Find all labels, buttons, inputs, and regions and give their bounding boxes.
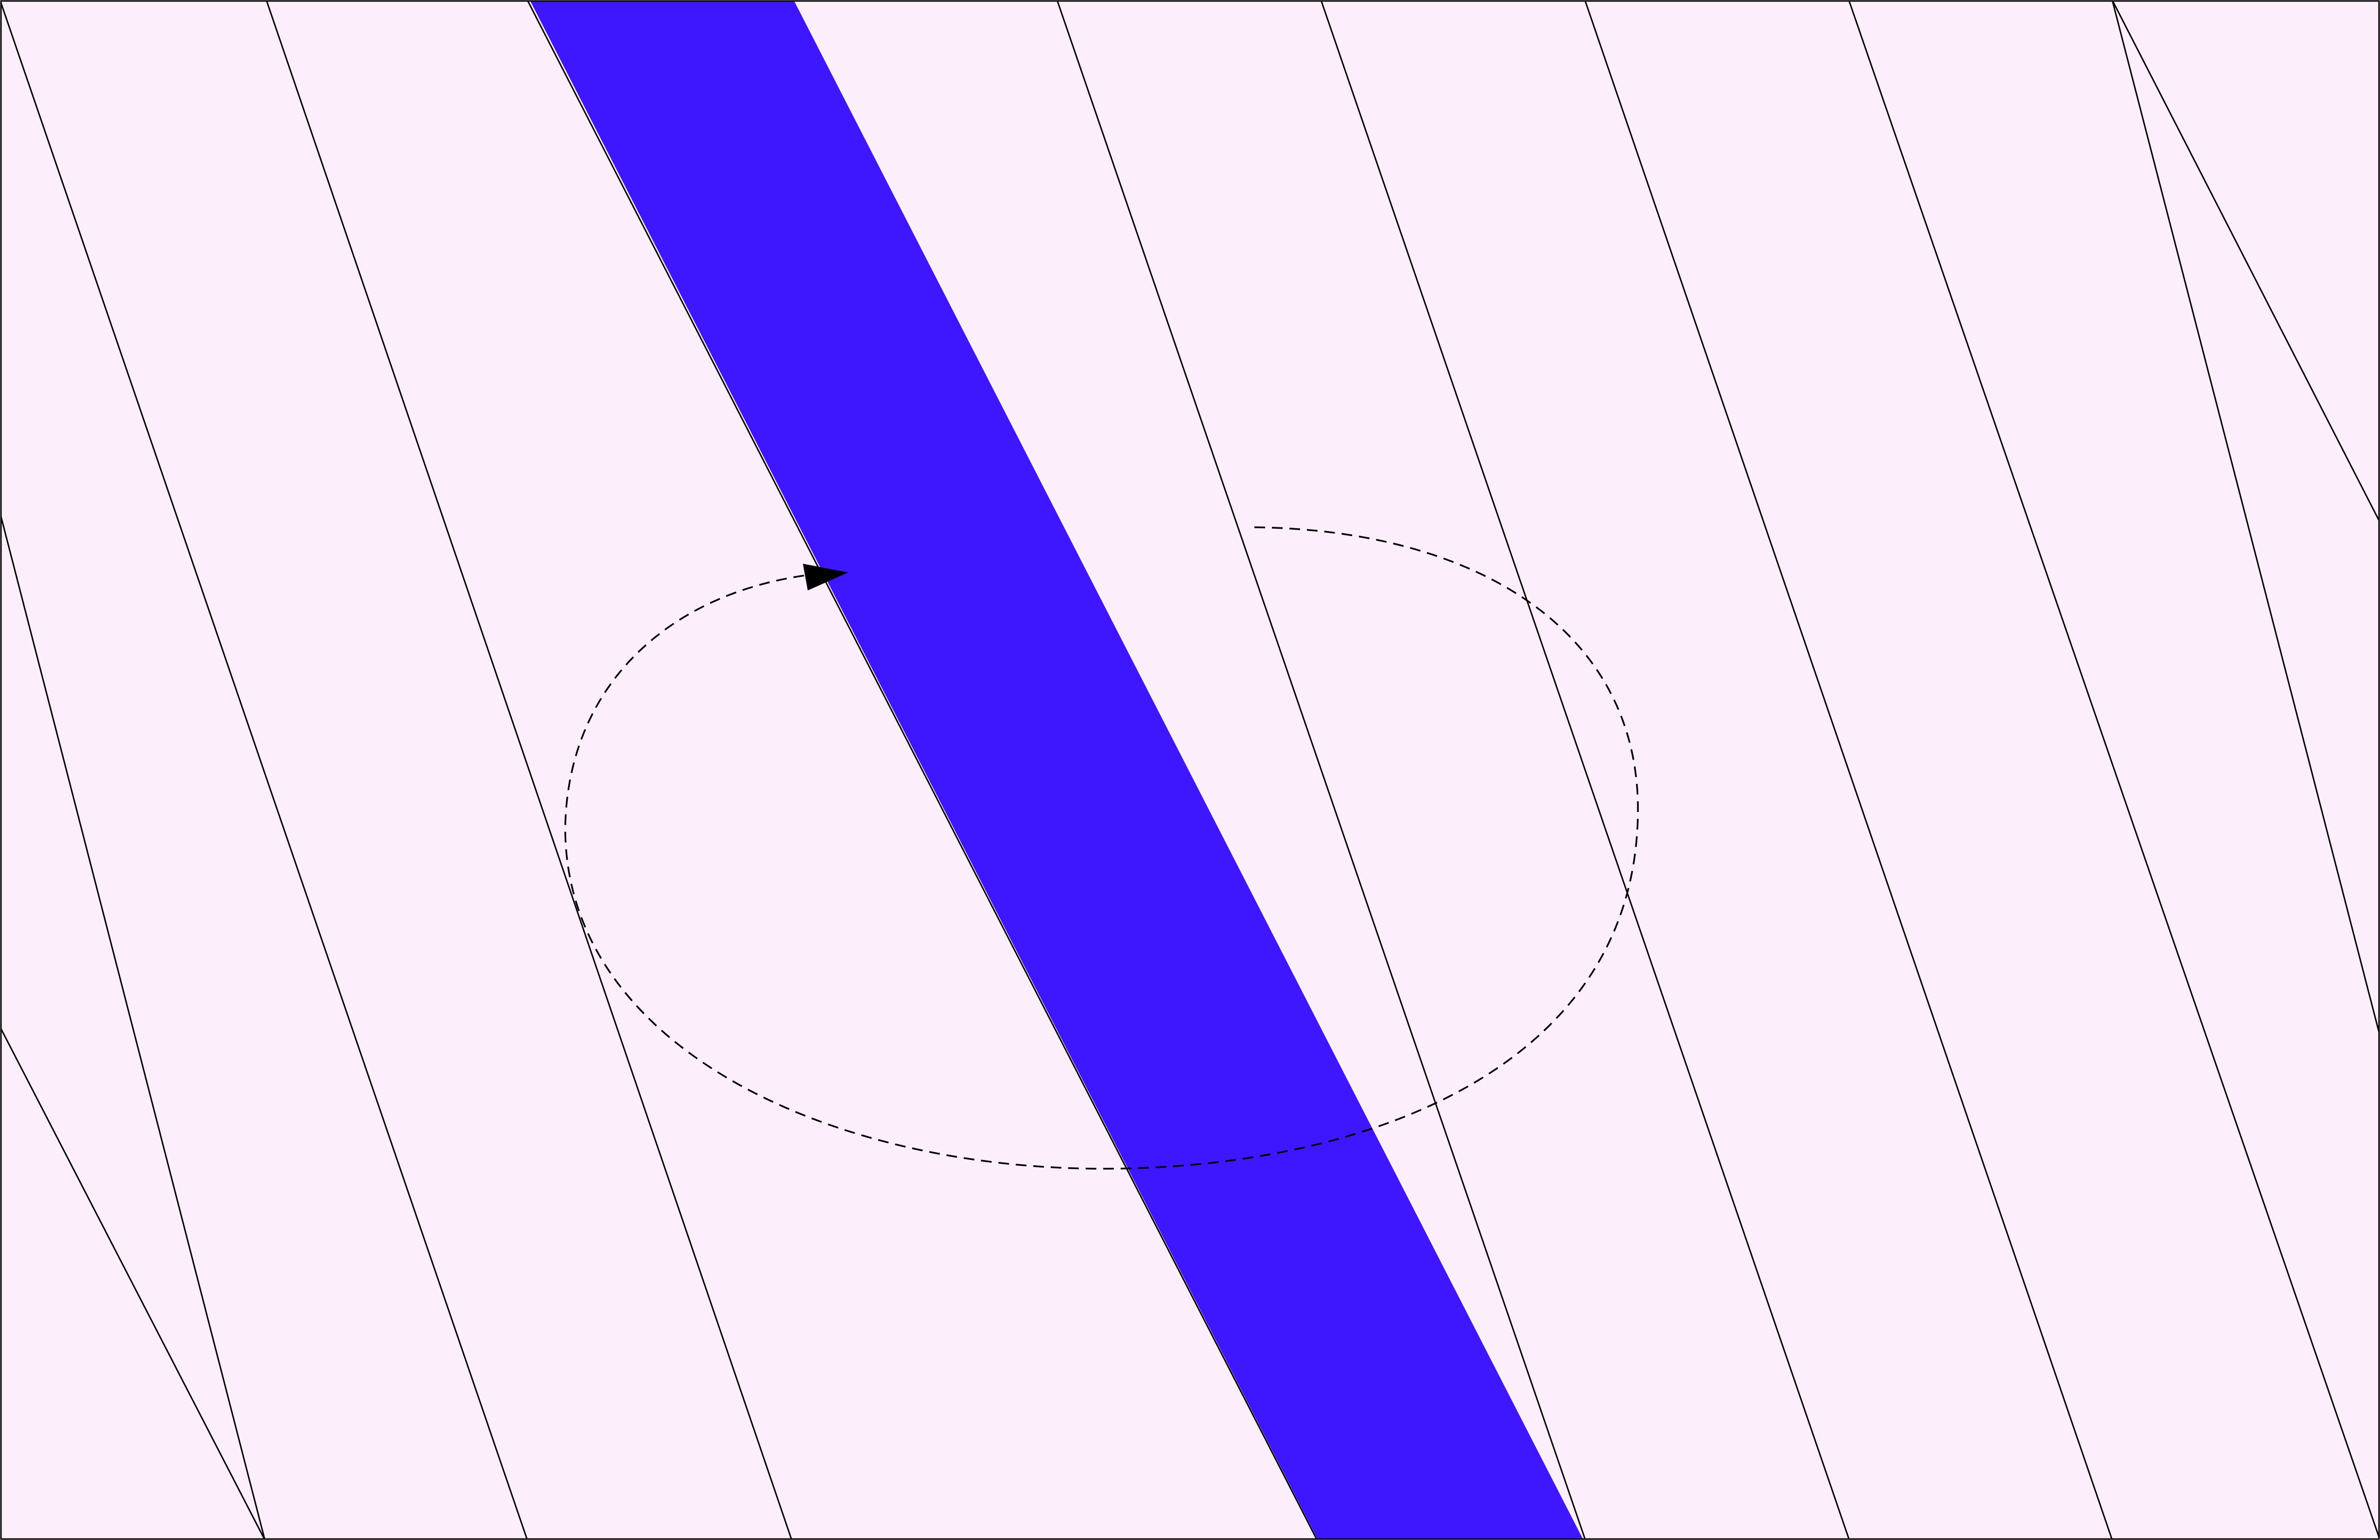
hatch-line-8 (1848, 1, 2379, 1539)
hatch-line-2 (1, 1027, 265, 1539)
hatch-line-11 (527, 1, 1318, 1539)
hatch-line-10 (2111, 1, 2379, 1036)
dashed-oriented-loop (564, 526, 1639, 1170)
hatch-line-1 (1, 513, 266, 1539)
hatch-line-6 (1320, 1, 1850, 1539)
hatch-line-3 (1, 1, 528, 1539)
hatch-line-7 (1584, 1, 2113, 1539)
hatch-line-5 (1057, 1, 1586, 1539)
hatch-line-9 (2112, 1, 2379, 522)
diagonal-band (530, 1, 1583, 1539)
hatch-line-4 (266, 1, 792, 1539)
arrowhead-icon (803, 564, 848, 590)
